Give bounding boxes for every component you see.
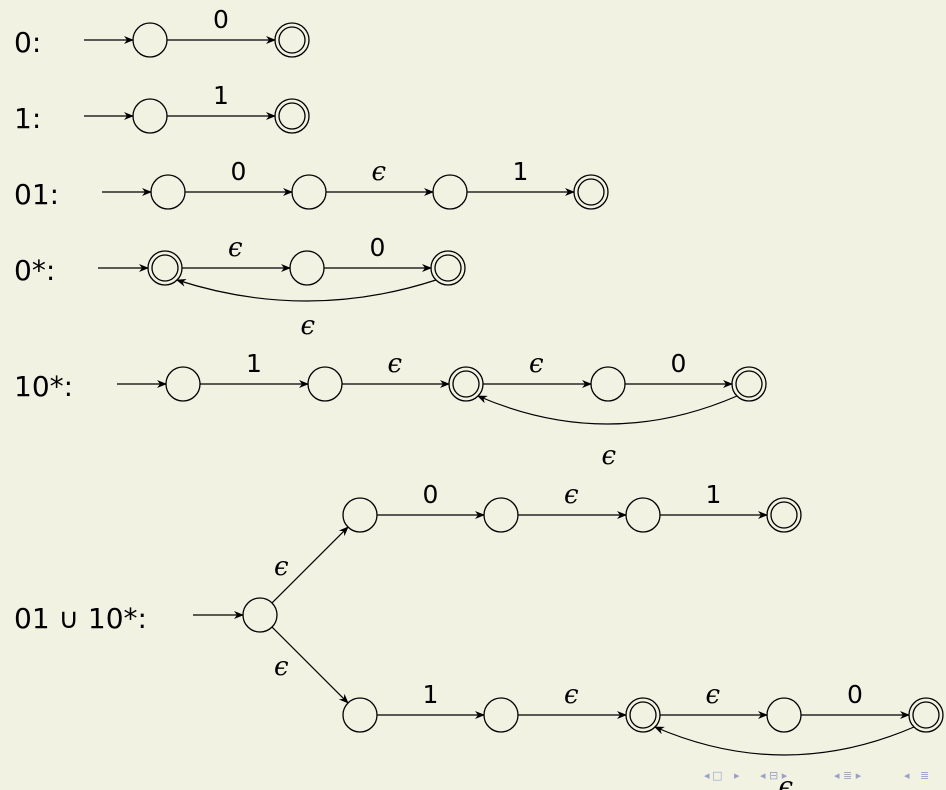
state	[342, 497, 378, 533]
state	[483, 497, 519, 533]
nav-subsection-icon[interactable]: ◂	[904, 769, 910, 782]
transition-label: ϵ	[602, 441, 617, 471]
transition-label: 1	[213, 81, 229, 110]
state	[132, 98, 168, 134]
accept-state-inner-ring	[577, 178, 605, 206]
automaton-label: 0*:	[14, 254, 55, 287]
transition-label: ϵ	[228, 233, 243, 263]
accept-state	[147, 250, 183, 286]
accept-state-inner-ring	[434, 254, 462, 282]
accept-state-inner-ring	[770, 501, 798, 529]
nav-last-icon[interactable]: ≣	[920, 769, 929, 782]
accept-state	[448, 366, 484, 402]
automaton-4: 10*: 1 ϵ ϵ 0 ϵ	[14, 349, 767, 471]
transition-label: 0	[423, 480, 439, 509]
accept-state-inner-ring	[452, 370, 480, 398]
accept-state-inner-ring	[278, 26, 306, 54]
accept-state	[274, 98, 310, 134]
transition-label: 1	[513, 157, 529, 186]
state	[291, 174, 327, 210]
state	[590, 366, 626, 402]
accept-state	[731, 366, 767, 402]
state	[766, 697, 802, 733]
transition-label: 1	[423, 680, 439, 709]
transition-label: ϵ	[274, 652, 289, 682]
accept-state	[625, 697, 661, 733]
transition-label: ϵ	[274, 552, 289, 582]
transition-label: ϵ	[301, 311, 316, 341]
nav-next-icon[interactable]: ◂ ≣ ▸	[834, 769, 862, 782]
automaton-3: 0*: ϵ 0 ϵ	[14, 233, 466, 341]
accept-state	[573, 174, 609, 210]
accept-state	[908, 697, 944, 733]
transition-label: 1	[246, 349, 262, 378]
accept-state-inner-ring	[629, 701, 657, 729]
state	[432, 174, 468, 210]
nav-section-icon[interactable]: ◂ ⊟ ▸	[760, 769, 788, 782]
state	[150, 174, 186, 210]
accept-state-inner-ring	[278, 102, 306, 130]
nav-first-icon[interactable]: ◂	[704, 769, 710, 782]
state	[242, 597, 278, 633]
state	[165, 366, 201, 402]
automaton-2: 01: 0 ϵ 1	[14, 157, 609, 211]
beamer-navigation[interactable]: ◂ □ ▸ ◂ ⊟ ▸ ◂ ≣ ▸ ◂ ≣	[704, 769, 929, 782]
transition-label: ϵ	[706, 680, 721, 710]
transition-back	[654, 726, 915, 756]
state	[307, 366, 343, 402]
automaton-label: 01 ∪ 10*:	[14, 602, 147, 635]
accept-state-inner-ring	[151, 254, 179, 282]
state	[483, 697, 519, 733]
automaton-0: 0: 0	[14, 5, 310, 59]
automaton-1: 1: 1	[14, 81, 310, 135]
transition-label: ϵ	[779, 772, 794, 790]
state	[132, 22, 168, 58]
accept-state-inner-ring	[735, 370, 763, 398]
accept-state	[274, 22, 310, 58]
transition-label: 0	[847, 680, 863, 709]
automaton-5: 01 ∪ 10*: ϵ 0 ϵ 1 ϵ 1 ϵ ϵ 0 ϵ	[14, 480, 944, 790]
transition	[271, 526, 349, 604]
accept-state-inner-ring	[912, 701, 940, 729]
state	[342, 697, 378, 733]
transition-back	[477, 395, 738, 425]
state	[625, 497, 661, 533]
transition-label: 0	[231, 157, 247, 186]
transition-label: ϵ	[564, 680, 579, 710]
automaton-label: 1:	[14, 102, 41, 135]
transition-label: 0	[671, 349, 687, 378]
transition-label: 0	[370, 233, 386, 262]
transition-label: ϵ	[529, 349, 544, 379]
nav-prev-icon[interactable]: ▸	[734, 769, 740, 782]
automaton-label: 01:	[14, 178, 59, 211]
transition-back	[176, 278, 437, 302]
nav-frame-icon[interactable]: □	[712, 769, 722, 782]
automaton-label: 0:	[14, 26, 41, 59]
transition-label: 1	[706, 480, 722, 509]
transition-label: ϵ	[564, 480, 579, 510]
accept-state	[430, 250, 466, 286]
transition-label: ϵ	[388, 349, 403, 379]
transition	[271, 626, 349, 704]
automaton-label: 10*:	[14, 370, 73, 403]
transition-label: 0	[213, 5, 229, 34]
state	[289, 250, 325, 286]
accept-state	[766, 497, 802, 533]
transition-label: ϵ	[372, 157, 387, 187]
